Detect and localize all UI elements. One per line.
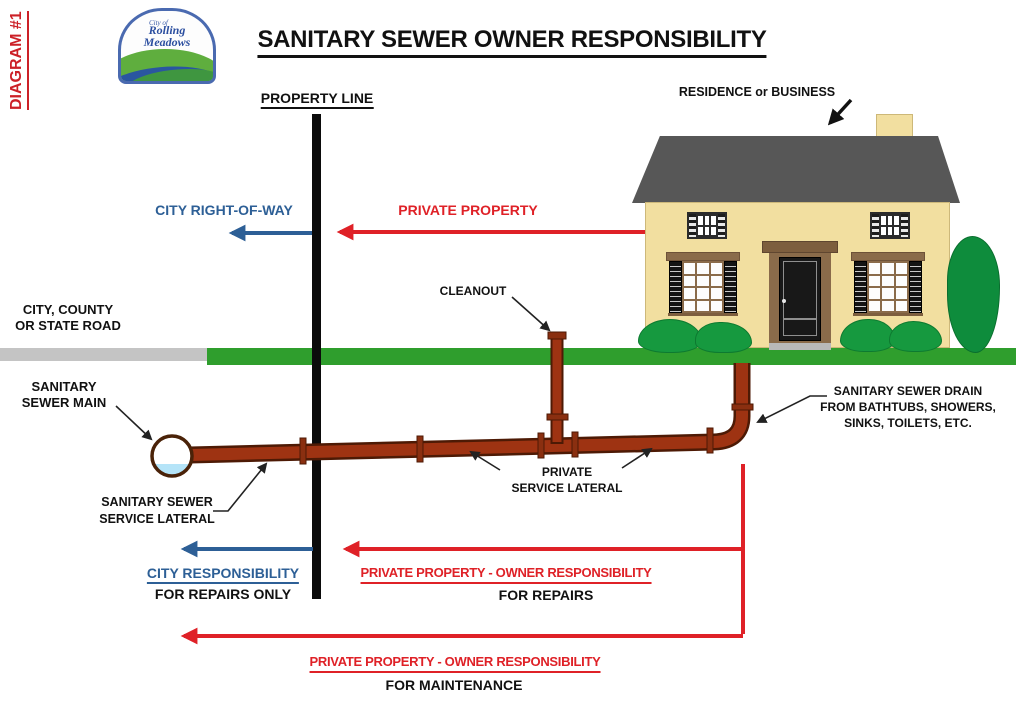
window-sill [668,313,738,316]
private-property-label: PRIVATE PROPERTY [398,202,538,218]
cleanout-leader [511,296,551,332]
window-lintel [851,252,925,261]
shutter-icon [872,214,879,237]
sanitary-sewer-main-label: SANITARY SEWER MAIN [21,379,107,410]
door-panel [779,257,821,341]
owner-responsibility-maintenance-label: PRIVATE PROPERTY - OWNER RESPONSIBILITY [309,654,601,673]
property-line-bar [312,114,321,599]
city-right-of-way-label: CITY RIGHT-OF-WAY [155,202,293,218]
window-panes [682,261,724,313]
sanitary-sewer-drain-label: SANITARY SEWER DRAIN FROM BATHTUBS, SHOW… [820,384,996,430]
private-service-lateral-label: PRIVATE SERVICE LATERAL [511,465,623,495]
shutter-icon [669,261,682,313]
pipe-couplings [299,403,754,465]
city-responsibility-label: CITY RESPONSIBILITY [146,565,300,585]
shutter-icon [689,214,696,237]
window-panes [696,214,718,237]
house-roof [632,136,960,203]
city-road-strip [0,348,207,361]
lower-window-left [666,252,740,316]
sewer-main-circle [152,436,192,476]
logo-city-of: City of [149,19,168,27]
shutter-icon [909,261,922,313]
bush [638,319,702,353]
diagram-number-tag: DIAGRAM #1 [8,11,30,110]
service-lateral-leader [213,462,268,512]
property-line-label: PROPERTY LINE [260,90,374,110]
shutter-icon [724,261,737,313]
page-title: SANITARY SEWER OWNER RESPONSIBILITY [257,26,767,58]
front-door [762,241,838,350]
sewer-drain-leader [756,395,827,423]
city-road-label: CITY, COUNTY OR STATE ROAD [15,302,121,333]
upper-window-left [687,212,727,239]
logo-name: Rolling Meadows [143,23,191,49]
sewer-main-rim [150,434,194,478]
for-repairs-label: FOR REPAIRS [498,587,594,603]
rolling-meadows-logo: City of Rolling Meadows [118,8,216,84]
residence-pointer-arrow [827,98,853,126]
bush [889,321,942,352]
bush [840,319,895,352]
door-step [769,343,831,350]
sewer-main-water [153,464,191,476]
window-panes [879,214,901,237]
window-lintel [666,252,740,261]
cleanout-label: CLEANOUT [439,284,507,298]
shutter-icon [901,214,908,237]
shutter-icon [718,214,725,237]
upper-window-right [870,212,910,239]
tree [947,236,1000,353]
window-panes [867,261,909,313]
private-lateral-leader-left [469,450,501,471]
for-maintenance-label: FOR MAINTENANCE [385,677,523,693]
cleanout-cap [547,331,567,340]
door-knob-icon [782,299,786,303]
door-lintel [762,241,838,253]
sewer-lateral-pipe [189,363,748,461]
residence-label: RESIDENCE or BUSINESS [678,85,836,99]
owner-responsibility-repairs-label: PRIVATE PROPERTY - OWNER RESPONSIBILITY [360,565,652,584]
shutter-icon [854,261,867,313]
lower-window-right [851,252,925,316]
for-repairs-only-label: FOR REPAIRS ONLY [154,586,292,602]
window-sill [853,313,923,316]
sewer-main-leader [115,405,153,441]
grass-strip [207,348,1016,365]
sewer-lateral-pipe-outline [189,363,751,464]
sanitary-sewer-service-lateral-label: SANITARY SEWER SERVICE LATERAL [99,495,215,526]
bush [695,322,752,353]
private-lateral-leader-right [621,447,653,469]
